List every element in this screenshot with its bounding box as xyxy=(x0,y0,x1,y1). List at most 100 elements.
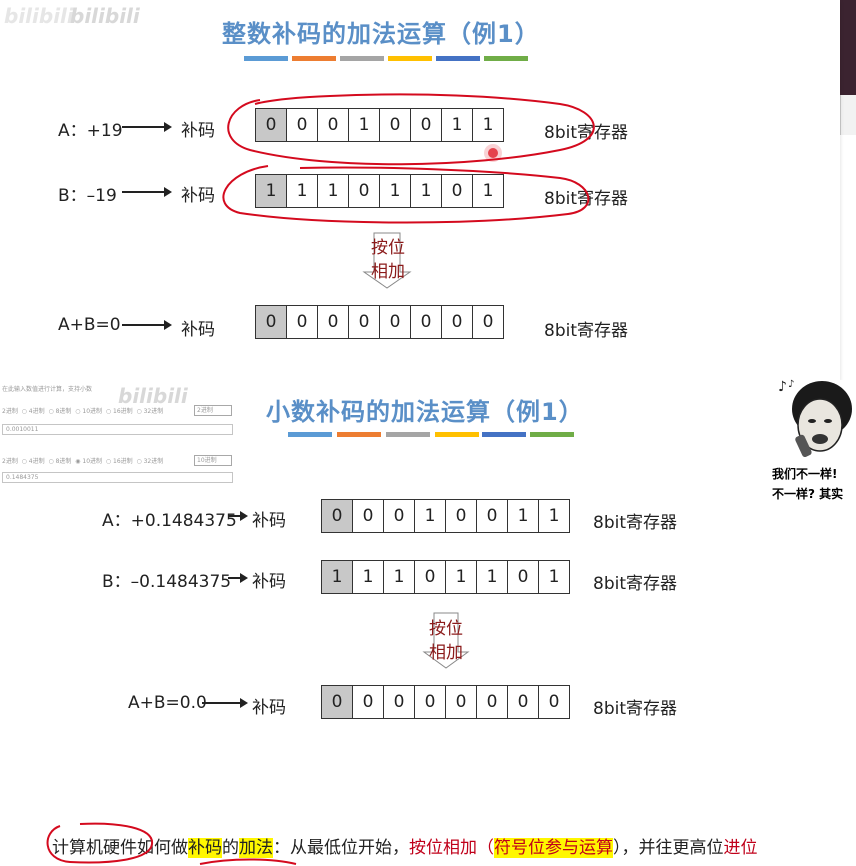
bit-cell: 1 xyxy=(286,174,318,208)
radio-option[interactable]: 8进制 xyxy=(55,408,72,415)
radio-option[interactable]: 10进制 xyxy=(82,458,103,465)
slide-title: 整数补码的加法运算（例1） xyxy=(222,20,540,48)
bit-cell: 0 xyxy=(352,499,384,533)
row-b-code: 补码 xyxy=(252,572,286,592)
radio-option[interactable]: 32进制 xyxy=(143,408,164,415)
register-b-label: 8bit寄存器 xyxy=(593,574,677,594)
row-a-code: 补码 xyxy=(181,121,215,141)
radio-option[interactable]: 2进制 xyxy=(2,408,18,415)
bit-cell: 0 xyxy=(321,499,353,533)
register-sum: 0 0 0 0 0 0 0 0 xyxy=(321,685,570,719)
row-b-code: 补码 xyxy=(181,186,215,206)
color-bar-3 xyxy=(340,56,384,61)
window-edge xyxy=(840,0,856,95)
down-arrow-icon xyxy=(422,612,470,669)
watermark: bilibili xyxy=(118,384,188,408)
register-b: 1 1 1 0 1 1 0 1 xyxy=(321,560,570,594)
bit-cell: 1 xyxy=(410,174,442,208)
color-bar-2 xyxy=(337,432,381,437)
register-sum-label: 8bit寄存器 xyxy=(593,699,677,719)
register-b: 1 1 1 0 1 1 0 1 xyxy=(255,174,504,208)
watermark: bilibili xyxy=(4,4,74,28)
radio-option[interactable]: 10进制 xyxy=(82,408,103,415)
radio-option[interactable]: 32进制 xyxy=(143,458,164,465)
meme-caption-1: 我们不一样! xyxy=(772,467,838,481)
bit-cell: 1 xyxy=(472,108,504,142)
arrow-right-icon xyxy=(122,122,172,132)
bit-cell: 1 xyxy=(379,174,411,208)
radio-group-target[interactable]: 2进制 ○ 4进制 ○ 8进制 ◉ 10进制 ○ 16进制 ○ 32进制 xyxy=(2,458,164,465)
bit-cell: 0 xyxy=(317,305,349,339)
row-a-label: A：+19 xyxy=(58,121,123,141)
arrow-right-icon xyxy=(122,187,172,197)
radio-option[interactable]: 2进制 xyxy=(2,458,18,465)
watermark: bilibili xyxy=(70,4,140,28)
color-bar-6 xyxy=(530,432,574,437)
slide-title: 小数补码的加法运算（例1） xyxy=(266,398,584,426)
row-sum-code: 补码 xyxy=(181,320,215,340)
base-select-1[interactable]: 2进制 xyxy=(194,405,232,416)
bit-cell: 0 xyxy=(348,305,380,339)
bit-cell: 0 xyxy=(538,685,570,719)
color-bar-4 xyxy=(388,56,432,61)
bit-cell: 1 xyxy=(317,174,349,208)
bit-cell: 1 xyxy=(507,499,539,533)
bit-cell: 1 xyxy=(538,560,570,594)
base-select-2[interactable]: 10进制 xyxy=(194,455,232,466)
svg-text:♪: ♪ xyxy=(778,379,787,395)
register-a: 0 0 0 1 0 0 1 1 xyxy=(255,108,504,142)
bit-cell: 1 xyxy=(476,560,508,594)
summary-line: 计算机硬件如何做补码的加法：从最低位开始，按位相加（符号位参与运算），并往更高位… xyxy=(52,833,758,858)
register-sum: 0 0 0 0 0 0 0 0 xyxy=(255,305,504,339)
bit-cell: 1 xyxy=(538,499,570,533)
bit-cell: 1 xyxy=(352,560,384,594)
row-b-label: B：–19 xyxy=(58,186,117,206)
bit-cell: 0 xyxy=(441,174,473,208)
converter-header: 在此输入数值进行计算，支持小数 xyxy=(2,386,93,393)
highlight-complement: 补码 xyxy=(188,838,222,858)
highlight-addition: 加法 xyxy=(239,838,273,858)
down-arrow-icon xyxy=(362,232,412,289)
bit-cell: 0 xyxy=(507,560,539,594)
svg-text:♪: ♪ xyxy=(788,379,794,390)
color-bar-6 xyxy=(484,56,528,61)
summary-part: 计算机硬件如何做 xyxy=(52,838,188,858)
radio-group-source[interactable]: 2进制 ○ 4进制 ○ 8进制 ○ 10进制 ○ 16进制 ○ 32进制 xyxy=(2,408,164,415)
arrow-right-icon xyxy=(228,511,248,521)
bit-cell: 0 xyxy=(414,560,446,594)
summary-carry: 进位 xyxy=(723,838,758,858)
bit-cell: 0 xyxy=(286,108,318,142)
bit-cell: 0 xyxy=(476,499,508,533)
bit-cell: 0 xyxy=(445,499,477,533)
radio-option[interactable]: 8进制 xyxy=(55,458,72,465)
register-sum-label: 8bit寄存器 xyxy=(544,321,628,341)
bit-cell: 0 xyxy=(445,685,477,719)
register-a-label: 8bit寄存器 xyxy=(593,513,677,533)
radio-option[interactable]: 16进制 xyxy=(113,458,133,465)
bit-cell: 0 xyxy=(507,685,539,719)
slide-fraction-addition: bilibili 小数补码的加法运算（例1） A：+0.1484375 补码 0… xyxy=(0,380,856,866)
bit-cell: 0 xyxy=(321,685,353,719)
radio-option[interactable]: 4进制 xyxy=(28,458,45,465)
meme-sticker: ♪ ♪ 我们不一样! 不一样? 其实 xyxy=(770,375,856,510)
arrow-right-icon xyxy=(228,573,248,583)
bit-cell: 1 xyxy=(472,174,504,208)
slide-integer-addition: bilibili bilibili 整数补码的加法运算（例1） A：+19 补码… xyxy=(0,0,840,380)
highlight-sign-bit: 符号位参与运算 xyxy=(494,838,613,858)
bit-cell: 1 xyxy=(383,560,415,594)
bit-cell: 0 xyxy=(414,685,446,719)
op-line2: 相加 xyxy=(371,262,405,282)
bit-cell: 1 xyxy=(445,560,477,594)
decimal-output[interactable]: 0.1484375 xyxy=(2,472,233,483)
arrow-right-icon xyxy=(202,698,248,708)
bit-cell: 1 xyxy=(414,499,446,533)
radio-option[interactable]: 4进制 xyxy=(28,408,45,415)
bit-cell: 1 xyxy=(348,108,380,142)
bit-cell: 0 xyxy=(383,499,415,533)
binary-input[interactable]: 0.0010011 xyxy=(2,424,233,435)
bit-cell: 0 xyxy=(472,305,504,339)
summary-part: 的 xyxy=(222,838,239,858)
bit-cell: 0 xyxy=(476,685,508,719)
bit-cell: 0 xyxy=(255,305,287,339)
radio-option[interactable]: 16进制 xyxy=(113,408,133,415)
